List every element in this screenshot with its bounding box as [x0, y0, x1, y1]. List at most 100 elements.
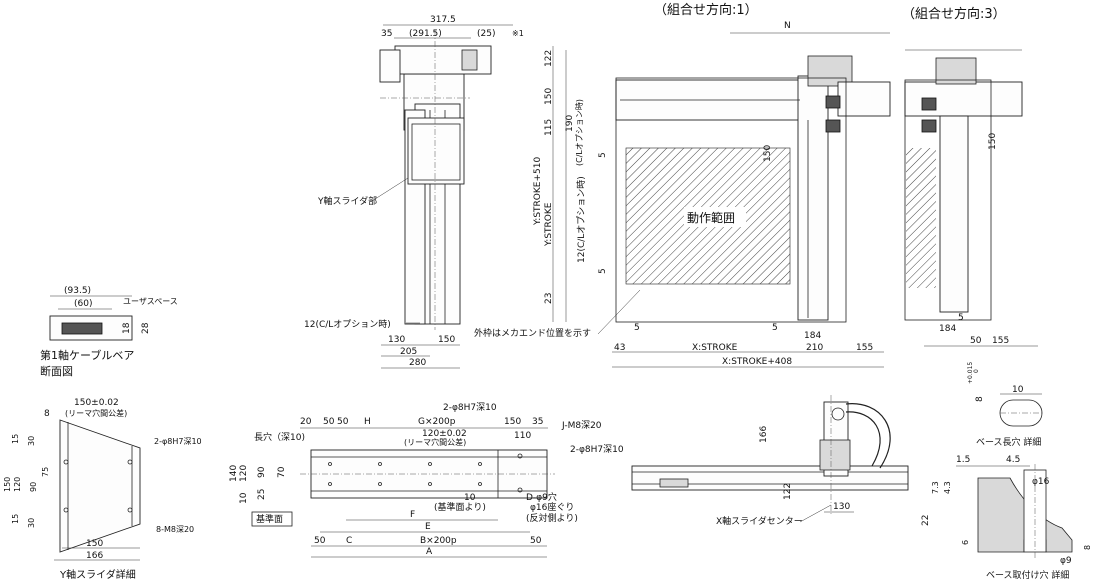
dim-y-stroke-510: Y:STROKE+510 [533, 157, 543, 226]
dim-50-a: 50 [323, 417, 335, 427]
dim-22: 22 [921, 515, 931, 526]
dim-20: 20 [300, 417, 312, 427]
label-from-opposite: (反対側より) [526, 512, 578, 524]
dim-5-c: 5 [634, 323, 640, 333]
dim-150-002-a: 150±0.02 [74, 398, 119, 408]
dim-a: A [426, 547, 433, 557]
dim-c: C [346, 536, 352, 546]
dim-140: 140 [229, 465, 239, 482]
dim-75-ys: 75 [41, 467, 50, 477]
label-cl-option-vertical: 12(C/Lオプション時) [576, 176, 587, 263]
dim-90-bs: 90 [257, 466, 267, 478]
dim-190: 190 [565, 115, 575, 132]
label-y-slider-part: Y軸スライダ部 [317, 195, 377, 207]
dim-115: 115 [544, 119, 554, 136]
dim-4-3: 4.3 [943, 481, 952, 494]
dim-tol-lo: 0 [973, 369, 980, 373]
heading-config-1: （組合せ方向:1） [654, 2, 758, 18]
dim-291-5: (291.5) [409, 29, 442, 39]
dim-x-stroke-408: X:STROKE+408 [722, 357, 792, 367]
dim-18: 18 [122, 322, 132, 334]
dim-g-pitch: G×200p [418, 417, 456, 427]
dim-1-5: 1.5 [956, 455, 970, 465]
dim-122-x: 122 [783, 483, 793, 500]
dim-90-ys: 90 [29, 482, 38, 492]
dim-50-r: 50 [970, 336, 982, 346]
dim-93-5: (93.5) [64, 286, 91, 296]
dim-10-ref: 10 [464, 493, 476, 503]
label-cl-option-190: (C/Lオプション時) [575, 99, 584, 166]
dim-f: F [410, 510, 415, 520]
dim-120-bs: 120 [239, 465, 249, 482]
dim-tol-up: +0.015 [967, 362, 974, 384]
dim-120-002: 120±0.02 [422, 429, 467, 439]
label-pin-hole-a: 2-φ8H7深10 [154, 437, 202, 446]
dim-150-r: 150 [988, 133, 998, 150]
dim-25-top: (25) [477, 29, 495, 39]
dim-6: 6 [961, 540, 970, 545]
dim-35-top: 35 [381, 29, 392, 39]
dim-23: 23 [544, 293, 554, 304]
label-motion-range: 動作範囲 [687, 210, 735, 225]
x-slider-view [631, 395, 909, 515]
dim-30-a: 30 [27, 436, 36, 446]
dim-150-b: 150 [438, 335, 455, 345]
side-view [379, 30, 492, 330]
front-view-config-3 [904, 57, 1023, 321]
label-outer-frame-note: 外枠はメカエンド位置を示す [474, 327, 591, 339]
dim-x-stroke: X:STROKE [692, 343, 738, 353]
label-cable-bear-title-1: 第1軸ケーブルベア [40, 348, 134, 362]
label-x-slider-center: X軸スライダセンター [716, 515, 803, 527]
dim-b-pitch: B×200p [420, 536, 457, 546]
label-pin-hole-c: 2-φ8H7深10 [570, 444, 624, 455]
dim-5-a: 5 [598, 152, 608, 158]
dim-50-d: 50 [530, 536, 542, 546]
dim-120-ys: 120 [13, 477, 22, 492]
dim-phi16: φ16 [1032, 477, 1050, 487]
base-mount-detail [977, 464, 1073, 560]
dim-4-5: 4.5 [1006, 455, 1020, 465]
dim-110: 110 [514, 431, 531, 441]
label-reamer-pitch-a: (リーマ穴間公差) [65, 408, 127, 418]
label-pin-hole-b: 2-φ8H7深10 [443, 402, 497, 413]
dim-y-stroke: Y:STROKE [544, 202, 554, 247]
label-counterbore: φ16座ぐり [530, 501, 574, 513]
dim-8-mh: 8 [1083, 545, 1092, 550]
dim-25-bs: 25 [257, 489, 267, 500]
label-reamer-pitch-b: (リーマ穴間公差) [404, 437, 466, 447]
dim-122: 122 [544, 50, 554, 67]
dim-210: 210 [806, 343, 823, 353]
label-cable-bear-title-2: 断面図 [40, 364, 73, 378]
dim-130-a: 130 [388, 335, 405, 345]
y-slider-detail [59, 419, 141, 553]
label-tap-j: J-M8深20 [561, 420, 602, 431]
dim-35-b: 35 [532, 417, 543, 427]
dim-15-a: 15 [11, 434, 20, 444]
dim-130-x: 130 [833, 502, 850, 512]
cable-bear-section [49, 315, 133, 341]
label-slot-10: 長穴（深10) [254, 431, 305, 443]
dim-10-bs: 10 [239, 492, 249, 504]
dim-150-c: 150 [504, 417, 521, 427]
dim-50-b: 50 [337, 417, 349, 427]
dim-phi9: φ9 [1060, 556, 1072, 566]
front-view-config-1 [615, 55, 891, 321]
dim-n: N [784, 21, 791, 31]
label-reference-surface: 基準面 [256, 513, 283, 525]
label-user-space: ユーザスペース [123, 297, 178, 306]
dim-5-d: 5 [772, 323, 778, 333]
dim-50-c: 50 [314, 536, 326, 546]
dim-155-b: 155 [992, 336, 1009, 346]
label-y-slider-detail: Y軸スライダ詳細 [59, 568, 136, 581]
label-base-mount-detail: ベース取付け穴 詳細 [986, 569, 1069, 581]
dim-15-b: 15 [11, 514, 20, 524]
dim-166-x: 166 [759, 426, 769, 443]
dim-184-b: 184 [939, 324, 956, 334]
dim-5-b: 5 [598, 268, 608, 274]
dim-7-3: 7.3 [931, 481, 940, 494]
dim-205: 205 [400, 347, 417, 357]
note-1: ※1 [512, 29, 524, 38]
dim-5-e: 5 [958, 313, 964, 323]
base-slot-detail [999, 399, 1043, 427]
dim-70-bs: 70 [277, 466, 287, 478]
